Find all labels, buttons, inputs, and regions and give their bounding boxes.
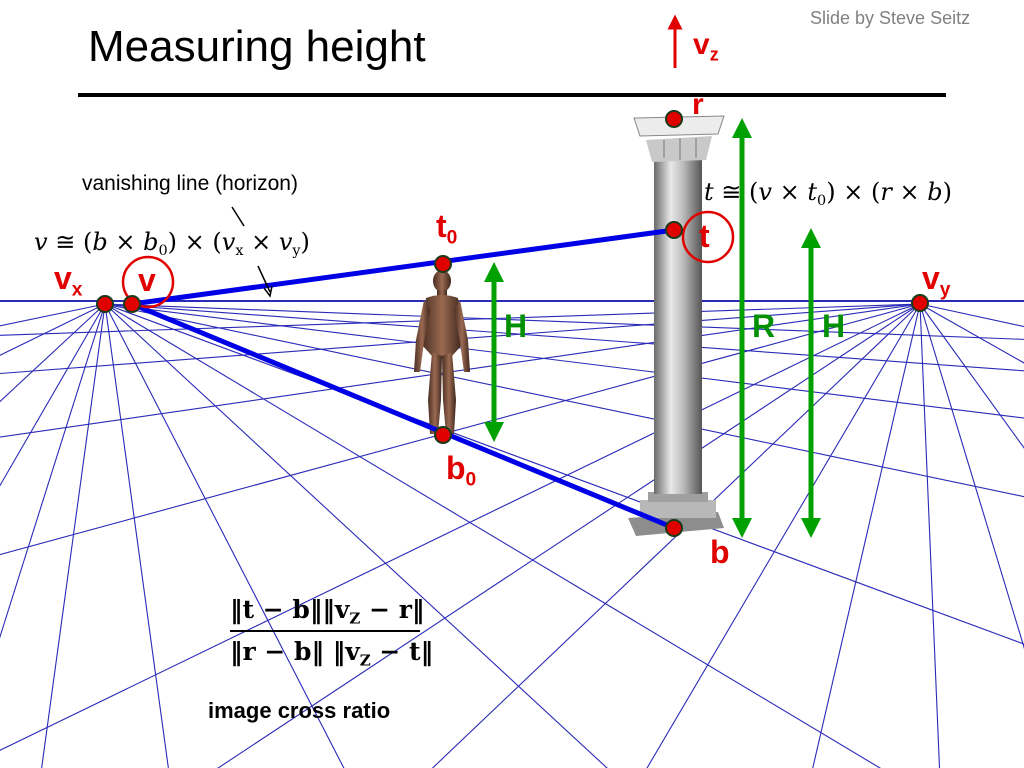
person-figure xyxy=(414,270,470,434)
cross-ratio-denominator: ‖r − b‖ ‖vZ − t‖ xyxy=(230,637,434,670)
fraction-bar xyxy=(230,630,420,632)
grid-line xyxy=(104,303,169,768)
line-v-to-t xyxy=(129,227,677,307)
point-vy xyxy=(911,294,929,312)
label-b0: b0 xyxy=(446,450,477,491)
construction-lines xyxy=(129,227,677,531)
line-v-to-b xyxy=(129,301,677,531)
grid-line xyxy=(0,303,106,639)
point-b0 xyxy=(434,426,452,444)
grid-line xyxy=(812,303,921,768)
page-title: Measuring height xyxy=(88,22,426,71)
grid-line xyxy=(0,303,921,751)
slide-credit: Slide by Steve Seitz xyxy=(810,8,971,28)
point-b xyxy=(665,519,683,537)
grid-line xyxy=(41,303,106,768)
t-equation: t ≅ (v × t0) × (r × b) xyxy=(704,178,952,210)
point-t0 xyxy=(434,255,452,273)
label-t: t xyxy=(699,218,710,254)
cross-ratio-caption: image cross ratio xyxy=(208,698,391,723)
grid-line xyxy=(919,303,1024,328)
grid-line xyxy=(104,303,1024,419)
measurement-arrows xyxy=(484,118,821,538)
label-vy: vy xyxy=(922,260,951,301)
point-t xyxy=(665,221,683,239)
grid-line xyxy=(104,303,1024,645)
label-b: b xyxy=(710,534,730,570)
grid-line xyxy=(217,303,921,768)
horizon-pointer xyxy=(231,206,273,298)
t-highlight-circle xyxy=(681,210,735,264)
cross-ratio-fraction: ‖t − b‖‖vZ − r‖ ‖r − b‖ ‖vZ − t‖ xyxy=(230,590,434,672)
v-highlight-circle xyxy=(121,255,175,309)
grid-line xyxy=(646,303,921,768)
grid-line xyxy=(0,303,106,403)
grid-line xyxy=(919,303,1024,449)
grid-line xyxy=(0,303,106,487)
label-vx: vx xyxy=(54,260,83,301)
label-r: r xyxy=(692,88,704,121)
grid-line xyxy=(0,303,106,356)
point-r xyxy=(665,110,683,128)
grid-line xyxy=(431,303,921,768)
label-vz: vz xyxy=(693,28,719,65)
grid-line xyxy=(104,303,1024,498)
key-points xyxy=(96,110,929,537)
grid-line xyxy=(0,303,106,327)
column-figure xyxy=(628,115,725,536)
label-h-column: H xyxy=(822,308,846,344)
grid-line xyxy=(919,303,941,768)
label-t0: t0 xyxy=(436,208,458,249)
grid-line xyxy=(919,303,1024,364)
label-h-person: H xyxy=(504,308,528,344)
grid-line xyxy=(104,303,345,768)
grid-line xyxy=(104,303,1024,340)
grid-line xyxy=(104,303,608,768)
grid-line xyxy=(919,303,1024,650)
cross-ratio-numerator: ‖t − b‖‖vZ − r‖ xyxy=(230,595,425,628)
v-equation: v ≅ (b × b0) × (vx × vy) xyxy=(34,228,310,260)
label-v: v xyxy=(138,262,156,298)
point-v xyxy=(123,295,141,313)
perspective-grid xyxy=(0,300,1024,768)
grid-line xyxy=(104,303,1024,372)
horizon-annotation: vanishing line (horizon) xyxy=(82,172,298,195)
label-r-column: R xyxy=(752,308,776,344)
grid-line xyxy=(104,303,882,768)
point-vx xyxy=(96,295,114,313)
